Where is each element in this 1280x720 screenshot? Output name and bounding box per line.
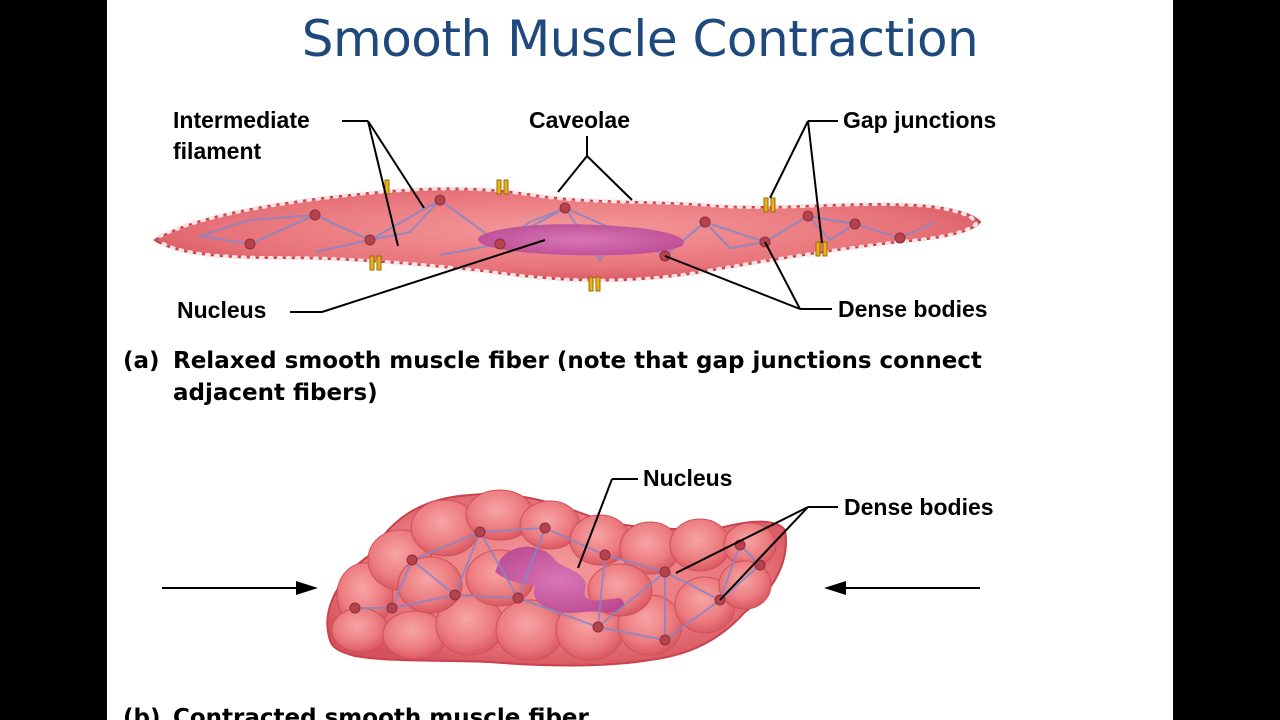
caption-b-letter: (b) bbox=[123, 702, 173, 720]
label-dense-bodies-a: Dense bodies bbox=[838, 294, 988, 325]
label-nucleus-b: Nucleus bbox=[643, 463, 732, 494]
label-intermediate-filament-line2: filament bbox=[173, 136, 261, 167]
label-intermediate-filament-line1: Intermediate bbox=[173, 105, 310, 136]
caption-a-letter: (a) bbox=[123, 345, 173, 377]
caption-a-line2: adjacent fibers) bbox=[123, 377, 378, 409]
contracted-fiber bbox=[327, 490, 786, 666]
slide: Smooth Muscle Contraction bbox=[107, 0, 1173, 720]
caption-a-line1: (a)Relaxed smooth muscle fiber (note tha… bbox=[123, 345, 982, 377]
caption-b-text: Contracted smooth muscle fiber bbox=[173, 705, 589, 720]
caption-a-text: Relaxed smooth muscle fiber (note that g… bbox=[173, 348, 982, 374]
label-caveolae: Caveolae bbox=[529, 105, 630, 136]
label-nucleus-a: Nucleus bbox=[177, 295, 266, 326]
relaxed-fiber bbox=[155, 180, 980, 291]
label-dense-bodies-b: Dense bodies bbox=[844, 492, 994, 523]
caption-b: (b)Contracted smooth muscle fiber bbox=[123, 702, 589, 720]
caption-a-text-line2: adjacent fibers) bbox=[173, 380, 378, 406]
label-gap-junctions: Gap junctions bbox=[843, 105, 996, 136]
